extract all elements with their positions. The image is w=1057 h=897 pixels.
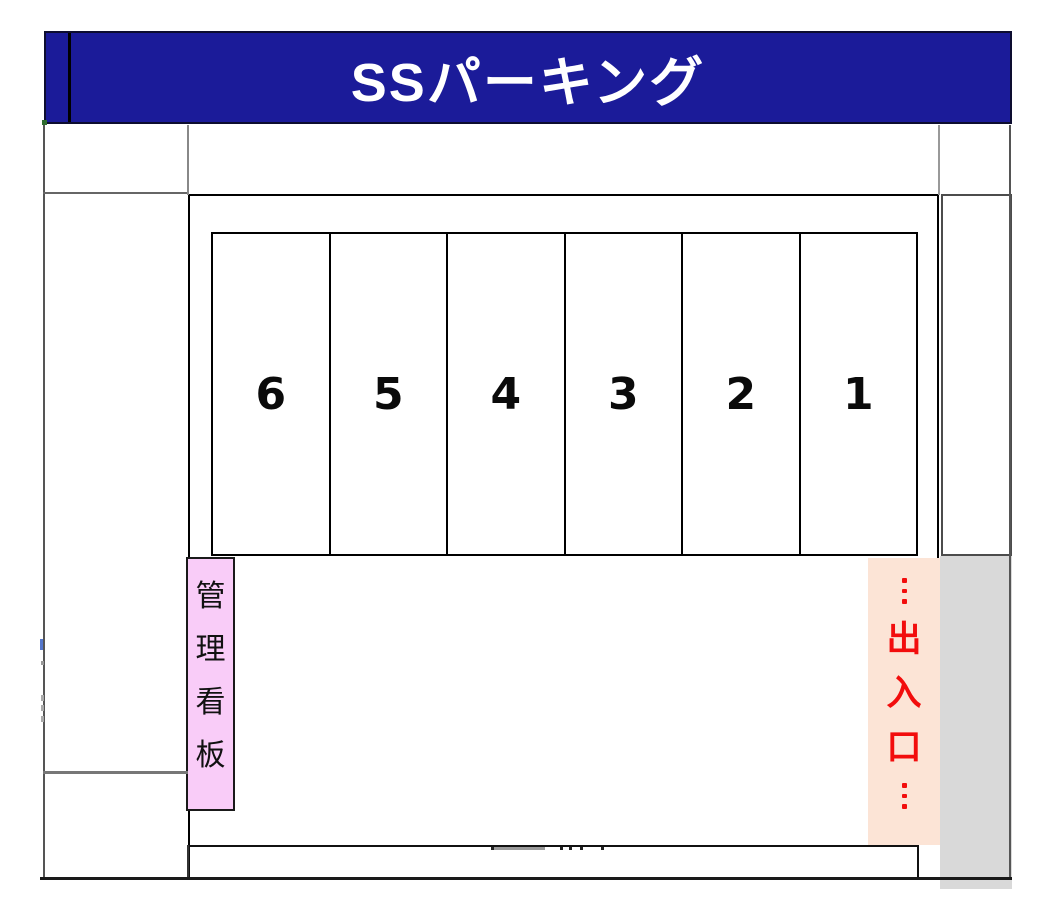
shape-anchor-dot: [42, 120, 47, 125]
banner-left-divider: [68, 33, 71, 122]
parking-space-6: 6: [213, 234, 331, 554]
entrance-exit-zone: 出 入 口: [868, 558, 940, 845]
clipped-text-marks: [601, 847, 604, 850]
right-side-block: [941, 194, 1012, 556]
boundary-line-bottom: [40, 877, 1012, 880]
clipped-edge-mark: [41, 695, 44, 701]
clipped-text-marks: [569, 847, 572, 850]
clipped-edge-mark: [41, 716, 44, 722]
clipped-edge-mark: [41, 661, 44, 665]
side-road-strip: [940, 556, 1012, 889]
boundary-line-right: [1009, 125, 1011, 879]
grid-line-column-left: [187, 125, 189, 195]
vertical-ellipsis-icon: [901, 783, 907, 810]
boundary-line-left: [43, 125, 45, 880]
parking-space-2: 2: [683, 234, 801, 554]
vertical-ellipsis-icon: [901, 578, 907, 605]
space-number-label: 3: [607, 368, 639, 420]
space-number-label: 4: [490, 368, 522, 420]
grid-line-left-column-bottom: [43, 771, 188, 774]
grid-line-row-left: [43, 192, 189, 194]
clipped-text-marks: [491, 847, 494, 850]
clipped-text-marks: [560, 847, 563, 850]
grid-line-left-lower: [187, 845, 189, 880]
space-number-label: 6: [255, 368, 287, 420]
parking-space-1: 1: [801, 234, 917, 554]
grid-line-column-right: [938, 125, 940, 195]
space-number-label: 2: [725, 368, 757, 420]
clipped-text-marks: [493, 847, 545, 850]
clipped-text-marks: [580, 847, 583, 850]
management-sign-char: 理: [195, 633, 226, 666]
management-sign-char: 管: [195, 580, 226, 613]
page-title: SSパーキング: [350, 53, 706, 113]
management-sign-char: 板: [195, 739, 226, 772]
parking-spaces: 6 5 4 3 2 1: [211, 232, 918, 556]
clipped-edge-mark: [40, 639, 43, 650]
entrance-exit-label-char: 入: [886, 674, 922, 713]
entrance-exit-label-char: 口: [886, 728, 922, 767]
clipped-edge-mark: [41, 705, 44, 711]
parking-space-4: 4: [448, 234, 566, 554]
management-signboard: 管 理 看 板: [186, 557, 235, 811]
entrance-exit-label-char: 出: [886, 620, 922, 659]
bottom-road-strip: [188, 845, 919, 879]
space-number-label: 5: [372, 368, 404, 420]
space-number-label: 1: [842, 368, 874, 420]
parking-space-3: 3: [566, 234, 683, 554]
management-sign-char: 看: [195, 686, 226, 719]
parking-space-5: 5: [331, 234, 448, 554]
title-banner: SSパーキング: [44, 31, 1012, 124]
